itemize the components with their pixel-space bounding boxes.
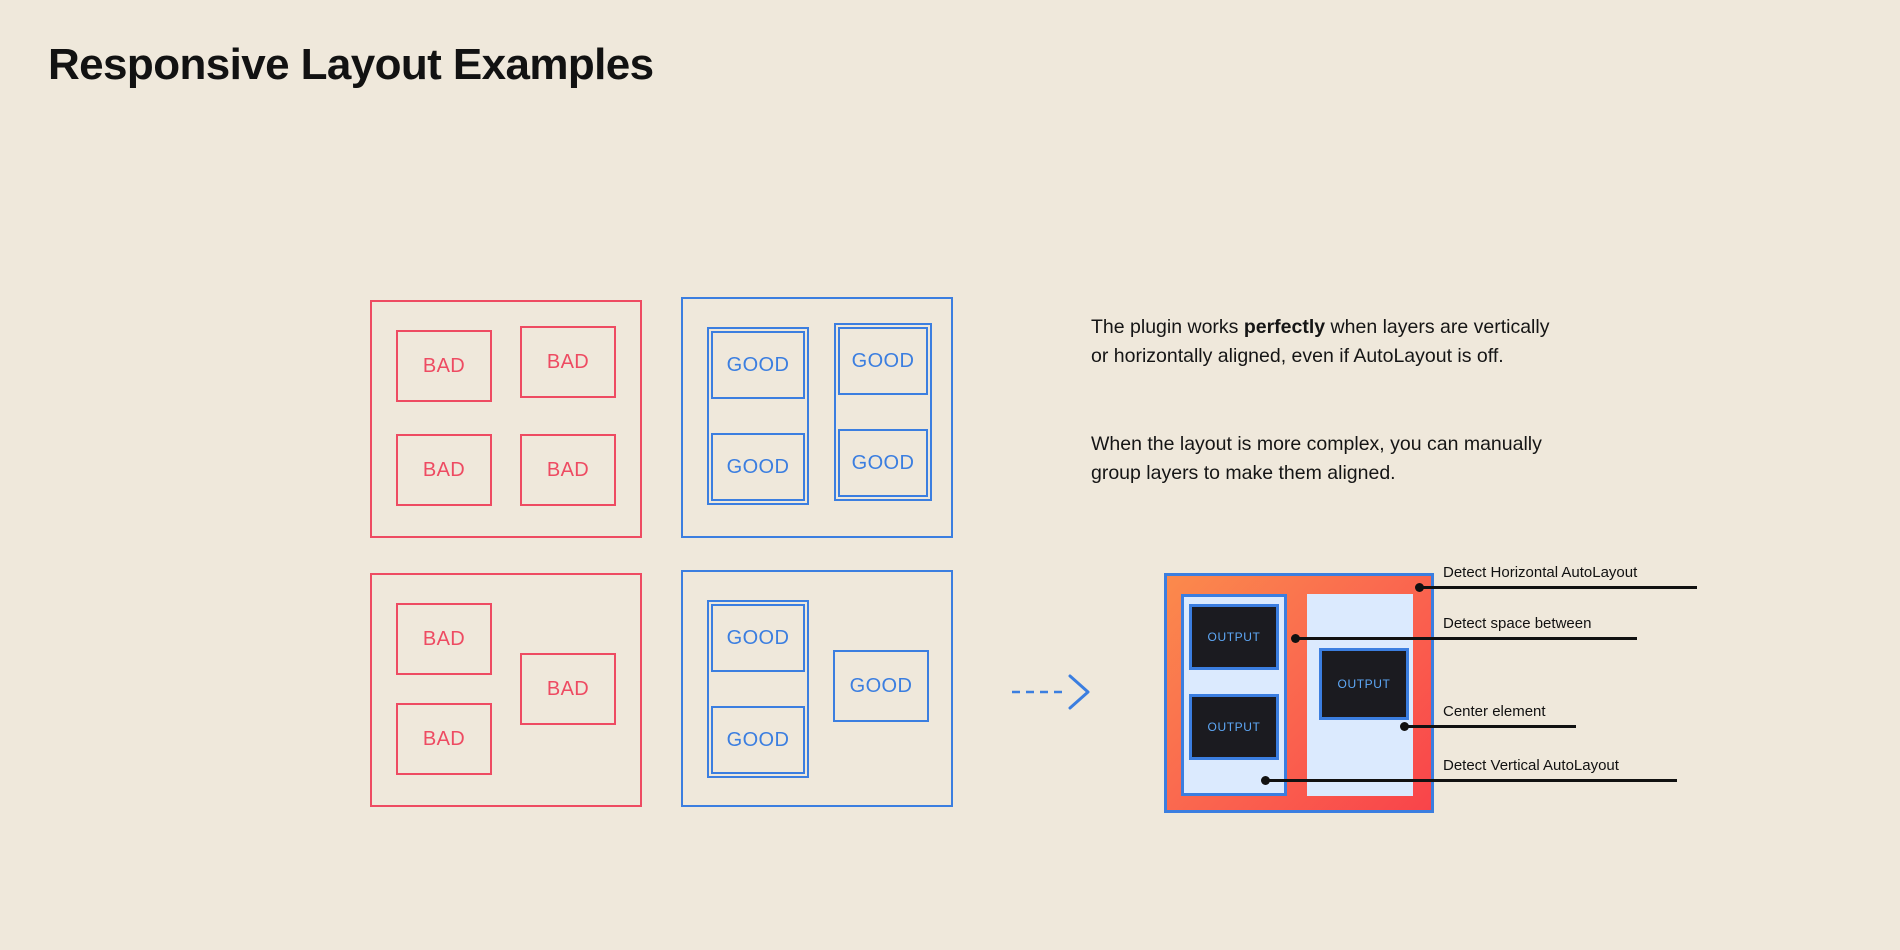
paragraph1-after: when layers are vertically or horizontal… — [1091, 316, 1550, 367]
cell-label: BAD — [422, 627, 466, 650]
example-panel-bad-complex: BAD BAD BAD — [370, 573, 642, 807]
example-panel-bad-grid: BAD BAD BAD BAD — [370, 300, 642, 538]
example-cell-bad: BAD — [396, 434, 492, 506]
example-panel-good-grid: GOOD GOOD GOOD GOOD — [681, 297, 953, 538]
output-label: OUTPUT — [1207, 720, 1261, 734]
example-group-column — [707, 600, 809, 778]
example-cell-bad: BAD — [520, 326, 616, 398]
cell-label: GOOD — [726, 728, 790, 751]
cell-label: GOOD — [726, 455, 790, 478]
example-cell-bad: BAD — [396, 330, 492, 402]
mockup-output-block: OUTPUT — [1189, 604, 1279, 670]
example-cell-bad: BAD — [520, 434, 616, 506]
cell-label: BAD — [422, 458, 466, 481]
cell-label: BAD — [546, 458, 590, 481]
cell-label: BAD — [422, 727, 466, 750]
mockup-vertical-group — [1181, 594, 1287, 796]
example-cell-good: GOOD — [838, 327, 928, 395]
example-cell-good: GOOD — [838, 429, 928, 497]
example-cell-good: GOOD — [711, 706, 805, 774]
paragraph1-before: The plugin works — [1091, 316, 1244, 338]
cell-label: BAD — [546, 350, 590, 373]
cell-label: GOOD — [726, 353, 790, 376]
callout-label-detect-horizontal-autolayout: Detect Horizontal AutoLayout — [1443, 564, 1638, 581]
callout-label-center-element: Center element — [1443, 703, 1546, 720]
callout-label-detect-vertical-autolayout: Detect Vertical AutoLayout — [1443, 757, 1619, 774]
mockup-output-block: OUTPUT — [1189, 694, 1279, 760]
callout-line-detect-space-between — [1295, 637, 1637, 640]
output-label: OUTPUT — [1207, 630, 1261, 644]
example-cell-good: GOOD — [711, 331, 805, 399]
example-cell-good: GOOD — [711, 433, 805, 501]
callout-line-detect-vertical-autolayout — [1265, 779, 1677, 782]
output-label: OUTPUT — [1337, 677, 1391, 691]
callout-line-detect-horizontal-autolayout — [1419, 586, 1697, 589]
cell-label: GOOD — [851, 451, 915, 474]
cell-label: BAD — [546, 677, 590, 700]
example-panel-good-complex: GOOD GOOD GOOD — [681, 570, 953, 807]
description-paragraph-2: When the layout is more complex, you can… — [1091, 433, 1542, 484]
cell-label: GOOD — [851, 349, 915, 372]
cell-label: GOOD — [849, 674, 913, 697]
cell-label: GOOD — [726, 626, 790, 649]
example-group-column — [707, 327, 809, 505]
example-cell-bad: BAD — [396, 603, 492, 675]
page-title: Responsive Layout Examples — [48, 40, 654, 89]
example-cell-good: GOOD — [833, 650, 929, 722]
example-group-column — [834, 323, 932, 501]
example-cell-bad: BAD — [520, 653, 616, 725]
mockup-output-block-centered: OUTPUT — [1319, 648, 1409, 720]
mockup-frame: OUTPUT OUTPUT OUTPUT — [1164, 573, 1434, 813]
cell-label: BAD — [422, 354, 466, 377]
paragraph1-bold: perfectly — [1243, 316, 1326, 338]
description-paragraph-1: The plugin works perfectly when layers a… — [1091, 313, 1561, 371]
flow-arrow-icon — [1012, 674, 1090, 710]
example-cell-good: GOOD — [711, 604, 805, 672]
callout-label-detect-space-between: Detect space between — [1443, 615, 1592, 632]
callout-line-center-element — [1404, 725, 1576, 728]
example-cell-bad: BAD — [396, 703, 492, 775]
